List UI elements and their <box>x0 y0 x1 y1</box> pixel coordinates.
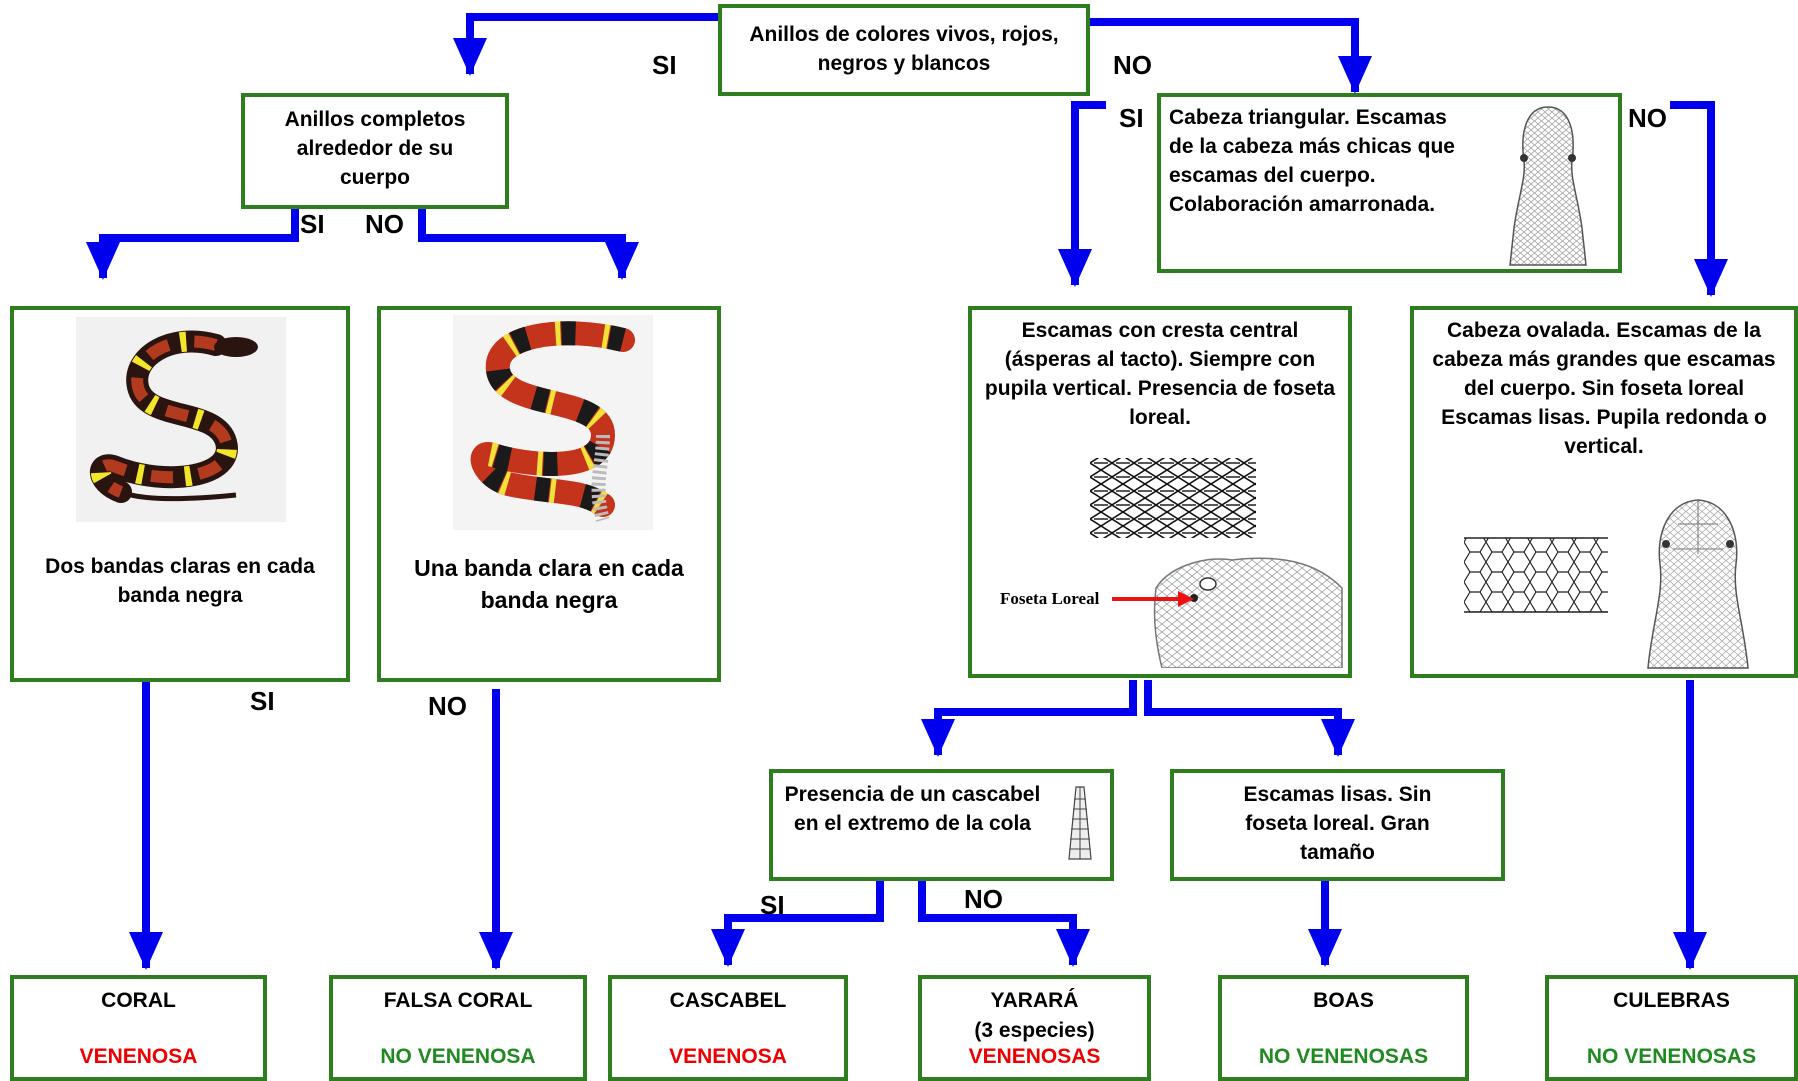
result-culebras-status: NO VENENOSAS <box>1586 1045 1757 1068</box>
label-rattle-si: SI <box>760 890 785 920</box>
result-falsa-coral-status: NO VENENOSA <box>380 1045 536 1068</box>
node-root: Anillos de colores vivos, rojos, negros … <box>718 4 1090 96</box>
result-coral-status: VENENOSA <box>79 1045 198 1068</box>
label-complete-si: SI <box>300 209 325 239</box>
node-keeled-scales-text: Escamas con cresta central (ásperas al t… <box>984 319 1336 429</box>
triangular-head-illustration <box>1509 106 1587 266</box>
node-keeled-scales: Escamas con cresta central (ásperas al t… <box>968 306 1352 678</box>
node-oval-head: Cabeza ovalada. Escamas de la cabeza más… <box>1410 306 1798 678</box>
result-boas-name: BOAS <box>1313 989 1374 1012</box>
loreal-pit-label: Foseta Loreal <box>1000 589 1100 608</box>
result-boas-status: NO VENENOSAS <box>1258 1045 1429 1068</box>
label-falsa-coral-no: NO <box>428 691 467 721</box>
false-coral-snake-illustration <box>453 315 653 530</box>
node-two-bands: Dos bandas claras en cada banda negra <box>10 306 350 682</box>
node-oval-head-text: Cabeza ovalada. Escamas de la cabeza más… <box>1432 319 1776 458</box>
result-coral: CORAL VENENOSA <box>10 975 267 1081</box>
node-complete-rings: Anillos completos alrededor de su cuerpo <box>241 93 509 209</box>
label-complete-no: NO <box>365 209 404 239</box>
arrow-triangular-no <box>1670 101 1728 297</box>
result-cascabel: CASCABEL VENENOSA <box>608 975 848 1081</box>
result-yarara-name: YARARÁ <box>990 989 1079 1012</box>
label-root-no: NO <box>1113 50 1152 80</box>
arrow-root-no <box>1088 18 1372 94</box>
result-falsa-coral: FALSA CORAL NO VENENOSA <box>329 975 587 1081</box>
result-yarara: YARARÁ (3 especies) VENENOSAS <box>918 975 1151 1081</box>
arrow-complete-si <box>86 208 299 280</box>
label-triangular-no: NO <box>1628 103 1667 133</box>
result-yarara-status: VENENOSAS <box>968 1045 1101 1068</box>
label-rattle-no: NO <box>964 884 1003 914</box>
node-rattle-text: Presencia de un cascabel en el extremo d… <box>784 783 1041 835</box>
arrow-triangular-si <box>1058 101 1106 287</box>
keeled-scales-illustration <box>1090 458 1256 538</box>
smooth-scales-illustration <box>1464 537 1608 613</box>
node-one-band-text: Una banda clara en cada banda negra <box>414 555 684 613</box>
node-triangular-head-text: Cabeza triangular. Escamas de la cabeza … <box>1169 106 1455 216</box>
coral-snake-illustration <box>76 317 286 522</box>
arrow-keeled-rattle <box>921 680 1137 757</box>
arrow-rattle-yarara <box>918 880 1090 967</box>
result-cascabel-name: CASCABEL <box>669 989 787 1012</box>
result-coral-name: CORAL <box>101 989 176 1012</box>
label-coral-si: SI <box>250 686 275 716</box>
loreal-pit-head-illustration: Foseta Loreal <box>1000 557 1343 668</box>
node-triangular-head: Cabeza triangular. Escamas de la cabeza … <box>1157 93 1622 273</box>
arrow-complete-no <box>418 198 639 280</box>
result-yarara-note: (3 especies) <box>974 1019 1095 1042</box>
result-culebras-name: CULEBRAS <box>1613 989 1730 1012</box>
rattle-illustration <box>1068 786 1092 860</box>
result-boas: BOAS NO VENENOSAS <box>1218 975 1469 1081</box>
node-smooth-scales: Escamas lisas. Sin foseta loreal. Gran t… <box>1170 769 1505 881</box>
node-one-band: Una banda clara en cada banda negra <box>377 306 721 682</box>
label-triangular-si: SI <box>1119 103 1144 133</box>
label-root-si: SI <box>652 50 677 80</box>
oval-head-illustration <box>1647 499 1749 669</box>
arrow-keeled-smooth <box>1144 680 1355 757</box>
result-cascabel-status: VENENOSA <box>669 1045 787 1068</box>
node-complete-rings-text: Anillos completos alrededor de su cuerpo <box>284 108 466 189</box>
result-falsa-coral-name: FALSA CORAL <box>383 989 533 1012</box>
result-culebras: CULEBRAS NO VENENOSAS <box>1545 975 1798 1081</box>
arrow-rattle-cascabel <box>711 880 884 967</box>
node-rattle: Presencia de un cascabel en el extremo d… <box>769 769 1114 881</box>
arrow-root-si <box>453 13 720 76</box>
node-two-bands-text: Dos bandas claras en cada banda negra <box>45 555 315 607</box>
node-smooth-scales-text: Escamas lisas. Sin foseta loreal. Gran t… <box>1243 783 1432 864</box>
node-root-text: Anillos de colores vivos, rojos, negros … <box>749 23 1059 75</box>
